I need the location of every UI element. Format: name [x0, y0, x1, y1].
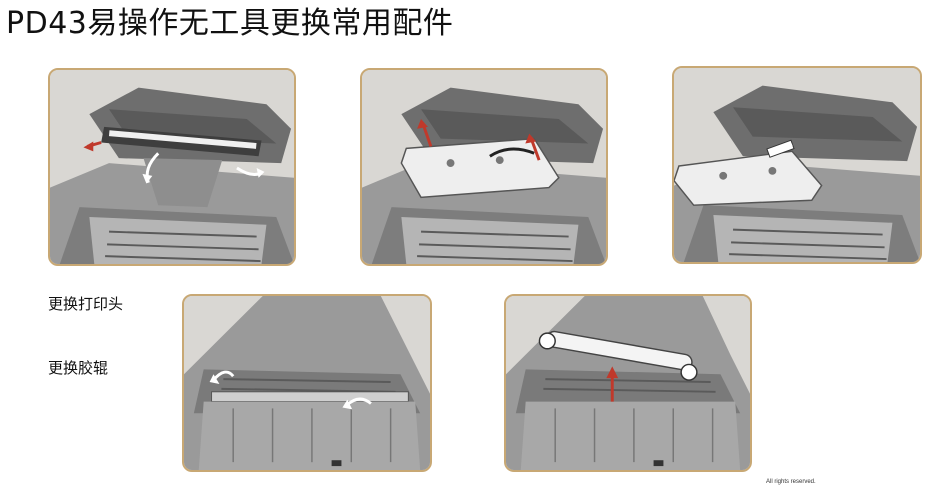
copyright-footer: All rights reserved. [766, 479, 816, 485]
illustration-printhead-disconnect [672, 66, 922, 264]
illustration-platen-release [182, 294, 432, 472]
page-title: PD43易操作无工具更换常用配件 [6, 6, 454, 41]
illustration-printhead-remove [360, 68, 608, 266]
label-platen: 更换胶辊 [48, 359, 109, 377]
illustration-printhead-release [48, 68, 296, 266]
illustration-platen-remove [504, 294, 752, 472]
label-printhead: 更换打印头 [48, 295, 124, 313]
